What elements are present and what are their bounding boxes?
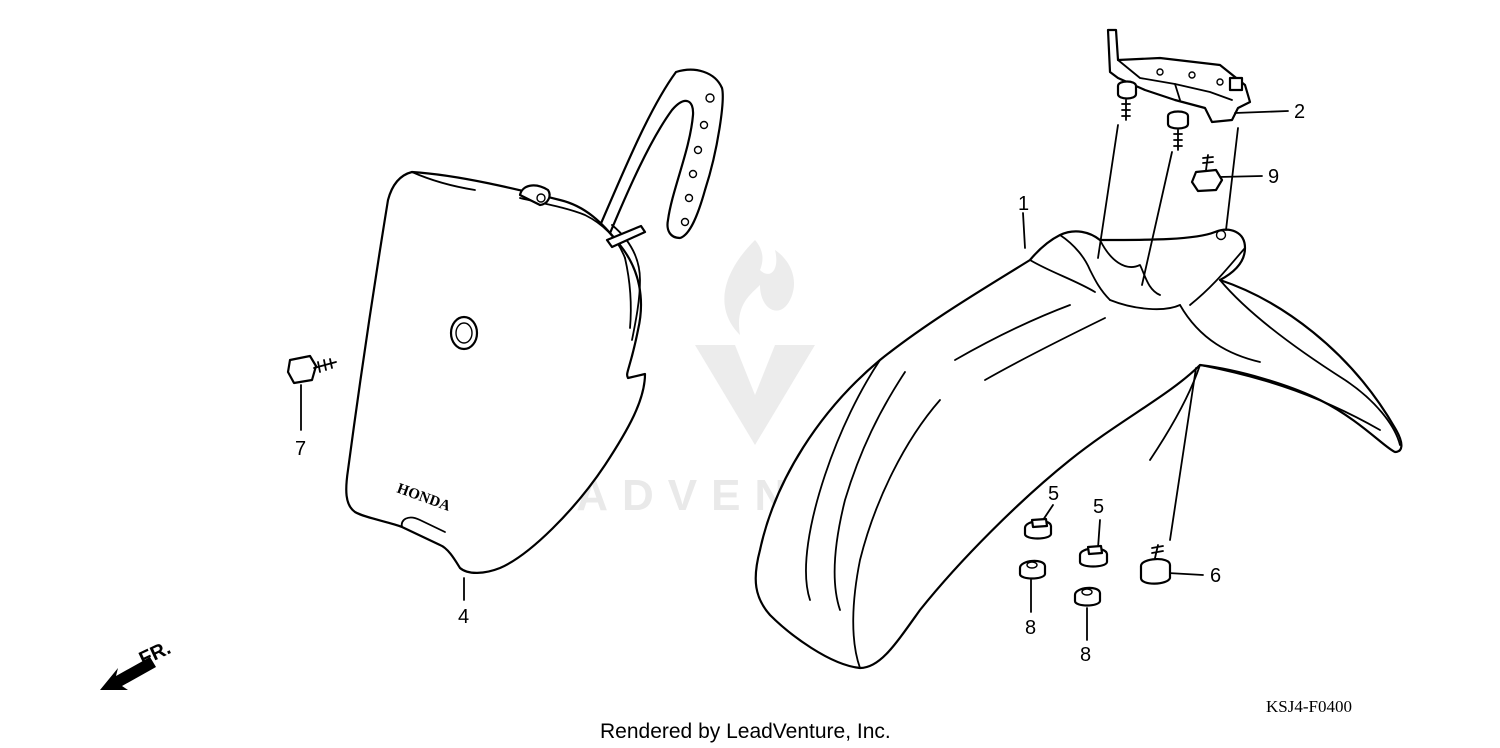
fender-bracket-part[interactable] [1106,28,1252,151]
nut-8a-part[interactable] [1018,559,1047,580]
diagram-code: KSJ4-F0400 [1266,697,1352,716]
callouts: 1 2 9 7 4 5 5 6 8 8 [295,101,1305,666]
callout-4[interactable]: 4 [458,606,469,628]
callout-8a[interactable]: 8 [1025,617,1036,639]
nut-5b-part[interactable] [1078,544,1109,568]
front-direction-arrow: FR. [100,637,174,690]
rendered-by-footer: Rendered by LeadVenture, Inc. [600,720,891,743]
nut-8b-part[interactable] [1073,586,1102,607]
watermark-logo-icon [695,240,815,445]
callout-5a[interactable]: 5 [1048,483,1059,505]
front-fender-part[interactable] [754,228,1403,670]
callout-2[interactable]: 2 [1294,101,1305,123]
bolt-6-part[interactable] [1139,544,1172,585]
callout-8b[interactable]: 8 [1080,644,1091,666]
callout-6[interactable]: 6 [1210,565,1221,587]
callout-7[interactable]: 7 [295,438,306,460]
callout-5b[interactable]: 5 [1093,496,1104,518]
number-plate-part[interactable]: HONDA [345,68,724,574]
assembly-lines [300,110,1289,641]
front-arrow-icon [100,657,156,690]
nut-5a-part[interactable] [1023,517,1053,540]
bolt-9-part[interactable] [1190,154,1224,193]
bolt-7-part[interactable] [286,354,337,385]
callout-1[interactable]: 1 [1018,193,1029,215]
callout-9[interactable]: 9 [1268,166,1279,188]
